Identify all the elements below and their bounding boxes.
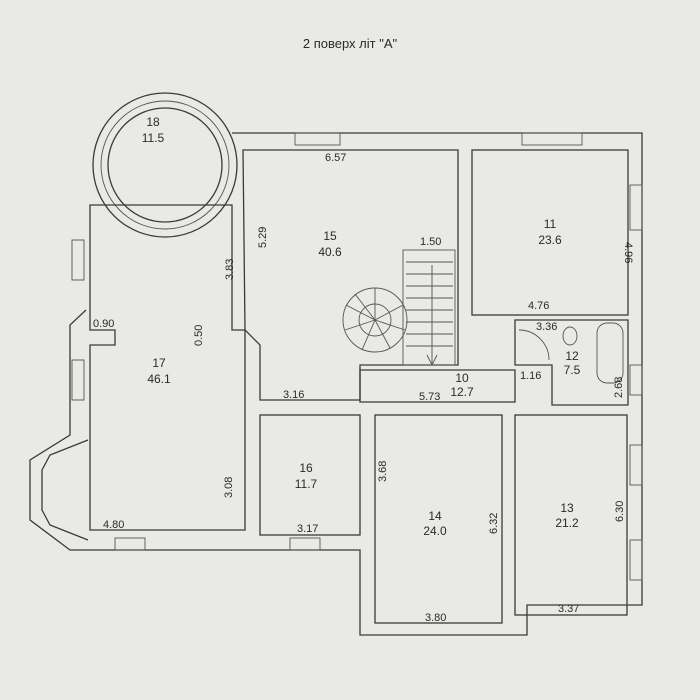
room-number: 12	[565, 349, 579, 363]
dimension: 3.37	[558, 603, 579, 615]
room-number: 10	[455, 371, 469, 385]
room-area: 21.2	[555, 516, 579, 530]
dimension: 3.68	[377, 461, 389, 482]
straight-stair	[406, 261, 453, 367]
walls	[29, 92, 643, 636]
room-area: 11.7	[295, 477, 318, 491]
room-number: 14	[428, 509, 442, 523]
dimension: 4.96	[622, 242, 634, 263]
room-number: 18	[146, 115, 160, 129]
dimension: 4.76	[528, 300, 549, 312]
dimension: 6.32	[488, 513, 500, 534]
dimension: 3.36	[536, 321, 557, 333]
plan-title: 2 поверх літ "А"	[303, 36, 398, 51]
room-number: 17	[152, 356, 166, 370]
room-number: 13	[560, 501, 574, 515]
dimension: 3.83	[224, 259, 236, 280]
toilet-icon	[562, 326, 578, 346]
dimension: 5.73	[419, 391, 440, 403]
dimension: 1.16	[520, 370, 541, 382]
dimension: 3.17	[297, 523, 318, 535]
room-area: 40.6	[318, 245, 342, 259]
dimension: 5.29	[257, 227, 269, 248]
room-number: 15	[323, 229, 337, 243]
room-area: 23.6	[538, 233, 562, 247]
room-area: 12.7	[450, 385, 474, 399]
dimension: 3.80	[425, 612, 446, 624]
spiral-stair	[342, 287, 408, 353]
dimension: 0.90	[93, 318, 114, 330]
dimension: 6.30	[614, 501, 626, 522]
dimension: 6.57	[325, 152, 346, 164]
room-area: 24.0	[423, 524, 447, 538]
room-area: 11.5	[142, 131, 165, 145]
windows	[71, 132, 643, 581]
room-area: 46.1	[147, 372, 171, 386]
dimension: 0.50	[193, 325, 205, 346]
room-number: 16	[299, 461, 313, 475]
room-area: 7.5	[564, 363, 581, 377]
dimension: 3.16	[283, 389, 304, 401]
dimension: 4.80	[103, 519, 124, 531]
dimension-labels: 6.57 5.29 1.50 4.96 3.83 0.90 0.50 4.76 …	[93, 152, 634, 624]
dimension: 1.50	[420, 236, 441, 248]
dimension: 2.68	[613, 377, 625, 398]
dimension: 3.08	[223, 477, 235, 498]
room-labels: 18 11.5 15 40.6 11 23.6 17 46.1 12 7.5 1…	[142, 115, 581, 538]
room-number: 11	[544, 217, 557, 231]
